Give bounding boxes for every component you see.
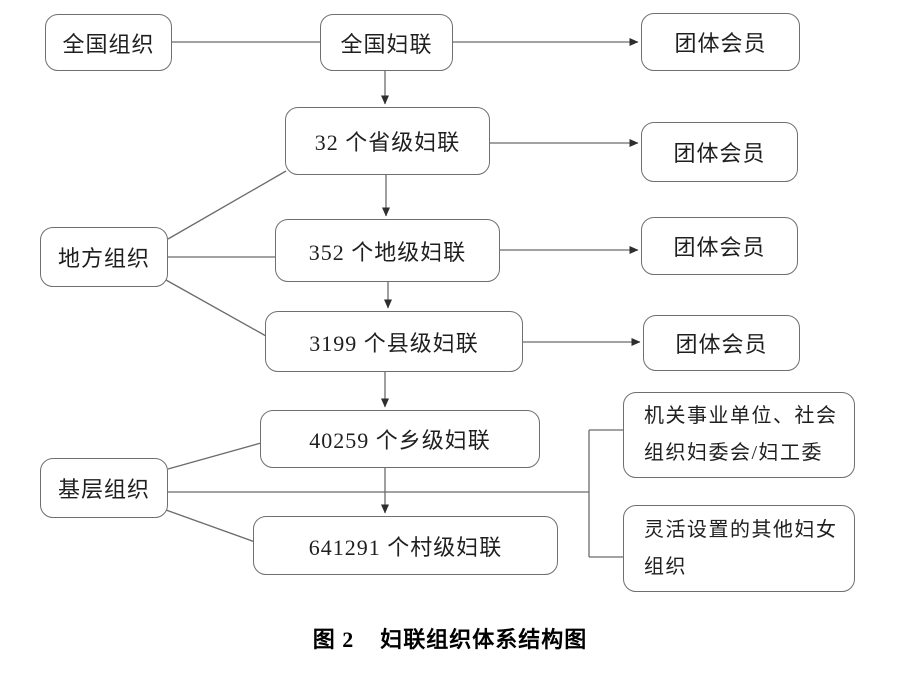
node-group-member-county: 团体会员 (643, 315, 800, 371)
flexible-org-line2: 组织 (644, 555, 687, 578)
node-flexible-org: 灵活设置的其他妇女 组织 (623, 505, 855, 592)
node-local-org: 地方组织 (40, 227, 168, 287)
node-provincial-fulian: 32 个省级妇联 (285, 107, 490, 175)
node-county-fulian: 3199 个县级妇联 (265, 311, 523, 372)
org-committee-line2: 组织妇委会/妇工委 (644, 442, 824, 464)
figure-caption-title: 妇联组织体系结构图 (380, 627, 588, 652)
node-national-org: 全国组织 (45, 14, 172, 71)
node-group-member-top: 团体会员 (641, 13, 800, 71)
edge-localorg-provincial (167, 170, 287, 240)
figure-caption-label: 图 2 (312, 627, 355, 652)
node-village-fulian: 641291 个村级妇联 (253, 516, 558, 575)
org-committee-line1: 机关事业单位、社会 (644, 405, 838, 427)
node-org-committee: 机关事业单位、社会 组织妇委会/妇工委 (623, 392, 855, 478)
edge-localorg-county (165, 279, 267, 337)
edge-grassroots-village (165, 509, 256, 543)
node-grassroots-org: 基层组织 (40, 458, 168, 518)
node-group-member-prefecture: 团体会员 (641, 217, 798, 275)
node-township-fulian: 40259 个乡级妇联 (260, 410, 540, 468)
edge-grassroots-township (167, 442, 262, 470)
node-prefecture-fulian: 352 个地级妇联 (275, 219, 500, 282)
flexible-org-line1: 灵活设置的其他妇女 (644, 518, 838, 541)
node-group-member-provincial: 团体会员 (641, 122, 798, 182)
node-national-fulian: 全国妇联 (320, 14, 453, 71)
figure-caption: 图 2 妇联组织体系结构图 (0, 622, 900, 654)
